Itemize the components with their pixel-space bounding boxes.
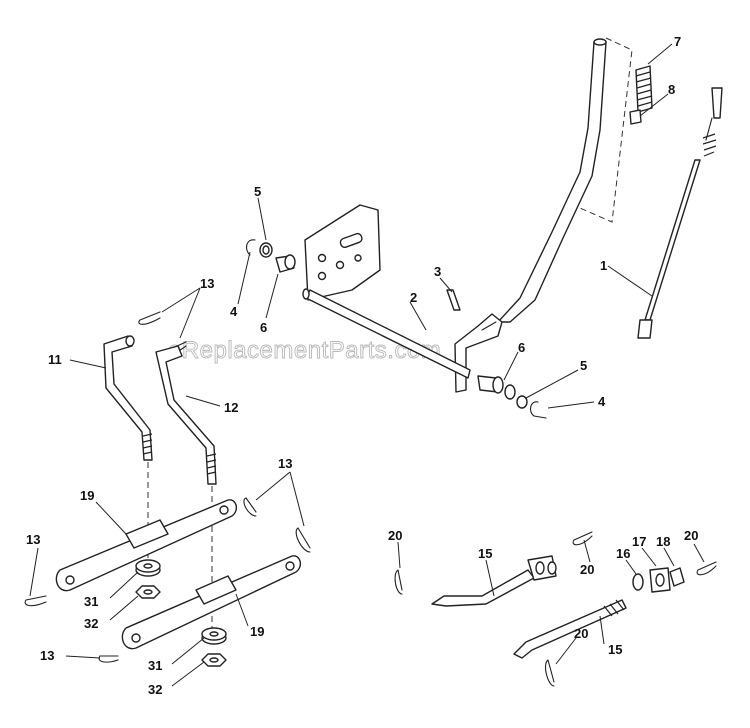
adjuster-hardware	[632, 567, 685, 593]
callout-32-left: 32	[84, 616, 98, 631]
lift-arm-upper-part-19	[55, 499, 238, 592]
link-rod-lower-part-15	[513, 599, 627, 659]
pin-part-3	[446, 289, 461, 311]
cotter-pins	[394, 531, 717, 687]
bushings-and-nuts	[135, 559, 227, 667]
hairpin-clips-lower	[24, 497, 311, 663]
callout-13-left: 13	[26, 532, 40, 547]
callout-labels: 1 2 3 4 5 6 7 8 13 11 12 19 13 13 31 32 …	[26, 34, 698, 697]
leader-lines	[29, 43, 705, 687]
callout-31-left: 31	[84, 594, 98, 609]
callout-32-bottom: 32	[148, 682, 162, 697]
callout-15-lower: 15	[608, 642, 622, 657]
callout-15-upper: 15	[478, 546, 492, 561]
callout-13-right: 13	[278, 456, 292, 471]
callout-8: 8	[668, 82, 675, 97]
callout-1: 1	[600, 258, 607, 273]
shaft-part-2	[302, 288, 471, 379]
lift-lever	[454, 38, 607, 393]
lift-arm-lower-part-19	[121, 555, 302, 650]
callout-3: 3	[434, 264, 441, 279]
link-rod-upper-part-15	[431, 555, 557, 607]
callout-20-right: 20	[684, 528, 698, 543]
callout-4-right: 4	[598, 394, 606, 409]
callout-13-upper: 13	[200, 276, 214, 291]
rod-part-1	[637, 87, 723, 339]
callout-19-lower: 19	[250, 624, 264, 639]
callout-20-bottom: 20	[574, 626, 588, 641]
callout-6-left: 6	[260, 320, 267, 335]
callout-5-right: 5	[580, 358, 587, 373]
callout-13-bottom: 13	[40, 648, 54, 663]
right-hardware	[477, 375, 547, 419]
callout-20-left: 20	[388, 528, 402, 543]
callout-18: 18	[656, 534, 670, 549]
callout-12: 12	[224, 400, 238, 415]
callout-17: 17	[632, 534, 646, 549]
lift-link-part-11	[103, 335, 153, 461]
knob-part-8	[629, 109, 642, 125]
callout-11: 11	[48, 352, 62, 367]
callout-19-upper: 19	[80, 488, 94, 503]
lift-link-part-12	[155, 345, 217, 485]
callout-20-middle: 20	[580, 562, 594, 577]
callout-31-bottom: 31	[148, 658, 162, 673]
callout-6-right: 6	[518, 340, 525, 355]
spring-part-7	[635, 65, 653, 113]
callout-2: 2	[410, 290, 417, 305]
callout-7: 7	[674, 34, 681, 49]
callout-5-left: 5	[254, 184, 261, 199]
left-hardware	[246, 239, 296, 273]
handle-grip-outline	[579, 37, 633, 223]
callout-4-left: 4	[230, 304, 238, 319]
mounting-bracket	[304, 204, 381, 301]
callout-16: 16	[616, 546, 630, 561]
